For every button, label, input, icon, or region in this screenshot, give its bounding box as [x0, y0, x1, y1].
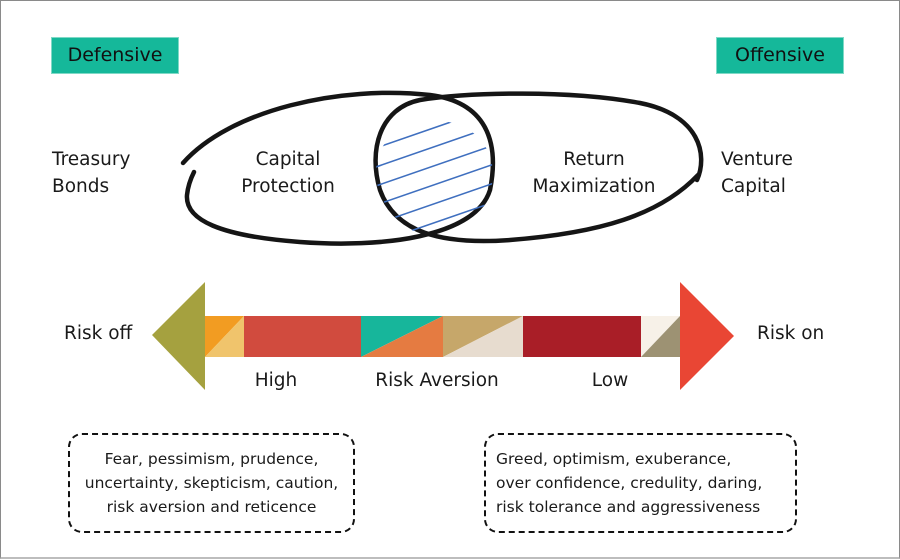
high-label: High	[254, 370, 298, 391]
risk-off-arrow	[152, 282, 205, 390]
offensive-traits-line: over confidence, credulity, daring,	[496, 474, 763, 492]
hatch-line	[375, 120, 493, 151]
scale-segment	[523, 316, 641, 357]
venture-capital-label: Venture Capital	[721, 146, 793, 200]
defensive-traits-line: Fear, pessimism, prudence,	[104, 450, 319, 468]
return-line: Return	[563, 149, 625, 170]
venture-line: Venture	[721, 149, 793, 170]
hatch-line	[375, 142, 493, 189]
risk-off-label: Risk off	[64, 323, 133, 344]
scale-segment-lower-triangle	[205, 316, 244, 357]
scale-segment	[244, 316, 361, 357]
treasury-bonds-label: Treasury Bonds	[52, 146, 130, 200]
capital-line: Capital	[721, 176, 786, 197]
low-label: Low	[591, 370, 629, 391]
risk-on-label: Risk on	[757, 323, 825, 344]
hatch-line	[375, 123, 493, 170]
capital-protection-ellipse	[180, 90, 496, 246]
treasury-line: Treasury	[52, 149, 131, 170]
offensive-traits-line: Greed, optimism, exuberance,	[496, 450, 732, 468]
scale-segment-lower-triangle	[443, 316, 523, 357]
defensive-traits-line: risk aversion and reticence	[106, 498, 317, 516]
capital-line: Capital	[255, 149, 321, 170]
return-maximization-label: Return Maximization	[524, 146, 664, 200]
protection-line: Protection	[241, 176, 335, 197]
scale-segment-lower-triangle	[641, 316, 680, 357]
risk-aversion-label: Risk Aversion	[375, 370, 499, 391]
defensive-traits-line: uncertainty, skepticism, caution,	[84, 474, 339, 492]
offensive-tag: Offensive	[716, 37, 844, 74]
maximization-line: Maximization	[532, 176, 656, 197]
hatch-line	[375, 161, 493, 208]
offensive-traits-box: Greed, optimism, exuberance, over confid…	[484, 433, 797, 533]
defensive-tag: Defensive	[51, 37, 179, 74]
scale-segment-lower-triangle	[361, 316, 443, 357]
return-maximization-ellipse	[373, 91, 704, 244]
bonds-line: Bonds	[52, 176, 110, 197]
capital-protection-label: Capital Protection	[228, 146, 348, 200]
risk-scale-bar	[205, 316, 680, 357]
risk-on-arrow	[680, 282, 734, 390]
defensive-traits-box: Fear, pessimism, prudence, uncertainty, …	[68, 433, 355, 533]
offensive-traits-line: risk tolerance and aggressiveness	[496, 498, 761, 516]
